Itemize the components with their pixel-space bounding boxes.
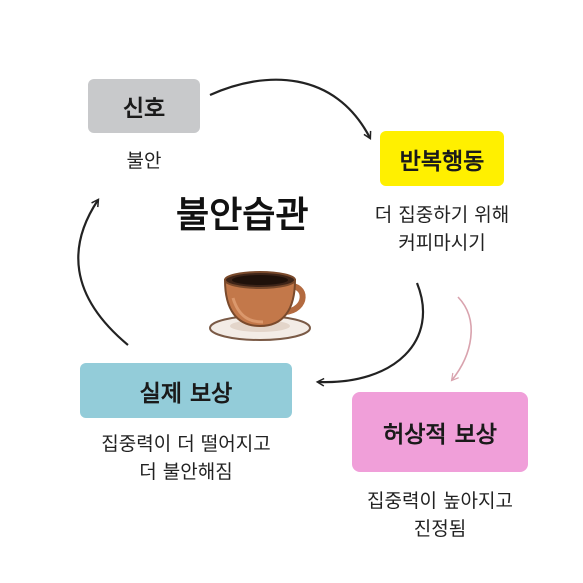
coffee-cup-icon (209, 271, 311, 341)
false-reward-label: 허상적 보상 (383, 422, 497, 448)
real-reward-desc-line-1: 집중력이 더 떨어지고 (101, 433, 271, 455)
arrow-routine-to-false-reward (450, 296, 472, 382)
false-reward-desc-line-2: 진정됨 (413, 518, 467, 540)
routine-desc: 더 집중하기 위해 커피마시기 (342, 201, 542, 257)
real-reward-box: 실제 보상 (80, 363, 292, 418)
routine-box: 반복행동 (380, 131, 504, 186)
false-reward-desc: 집중력이 높아지고 진정됨 (330, 487, 550, 543)
diagram-title: 불안습관 (176, 195, 309, 236)
cue-desc: 불안 (88, 147, 200, 175)
cue-desc-line-1: 불안 (126, 150, 162, 172)
routine-label: 반복행동 (399, 148, 485, 175)
routine-desc-line-1: 더 집중하기 위해 (374, 204, 510, 226)
arrow-cue-to-routine (209, 78, 370, 138)
arrow-real-reward-to-cue (77, 200, 129, 346)
real-reward-label: 실제 보상 (139, 380, 233, 407)
cue-label: 신호 (122, 96, 166, 122)
real-reward-desc: 집중력이 더 떨어지고 더 불안해짐 (70, 430, 302, 486)
false-reward-desc-line-1: 집중력이 높아지고 (367, 490, 513, 512)
real-reward-desc-line-2: 더 불안해짐 (139, 461, 233, 483)
arrow-routine-to-real-reward (318, 282, 425, 382)
cue-box: 신호 (88, 79, 200, 133)
false-reward-box: 허상적 보상 (352, 392, 528, 472)
routine-desc-line-2: 커피마시기 (398, 232, 486, 254)
